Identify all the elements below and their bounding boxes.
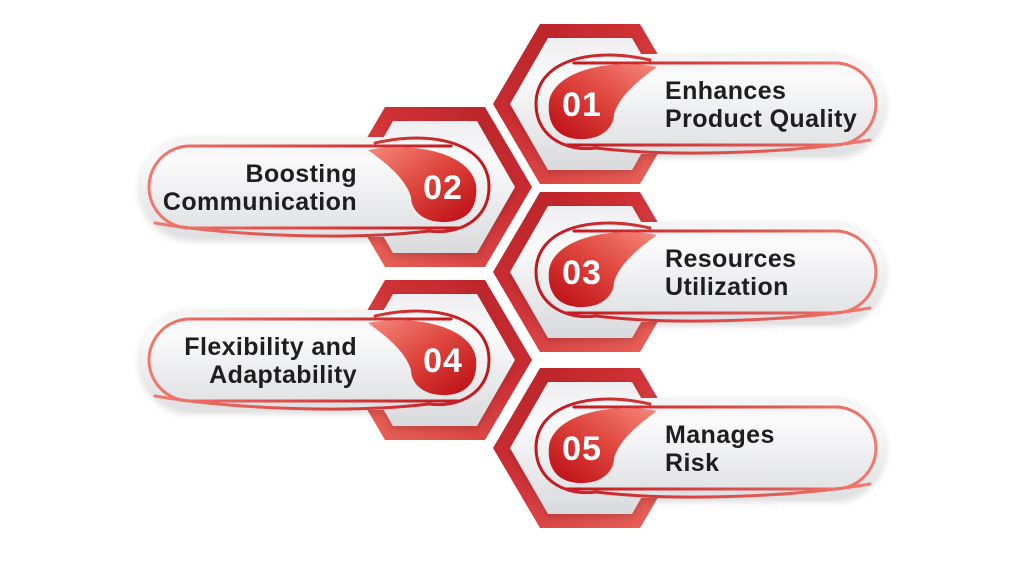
item-02: 02 Boosting Communication	[140, 107, 532, 267]
item-number: 05	[562, 430, 602, 468]
item-label-line2: Product Quality	[665, 105, 857, 133]
item-label-line1: Manages	[665, 421, 775, 449]
item-label-line2: Adaptability	[209, 361, 357, 389]
item-label-line2: Communication	[163, 188, 357, 216]
item-label-line1: Boosting	[245, 160, 357, 188]
item-04: 04 Flexibility and Adaptability	[140, 280, 532, 440]
item-label-line2: Utilization	[665, 273, 789, 301]
item-label-line1: Flexibility and	[184, 333, 357, 361]
item-label-line1: Resources	[665, 245, 796, 273]
item-05: 05 Manages Risk	[493, 368, 885, 528]
item-01: 01 Enhances Product Quality	[493, 24, 885, 184]
item-label-line2: Risk	[665, 449, 719, 477]
item-label-line1: Enhances	[665, 77, 786, 105]
item-number: 03	[562, 254, 602, 292]
item-03: 03 Resources Utilization	[493, 192, 885, 352]
item-number: 04	[423, 342, 463, 380]
item-number: 01	[562, 86, 602, 124]
item-number: 02	[423, 169, 463, 207]
